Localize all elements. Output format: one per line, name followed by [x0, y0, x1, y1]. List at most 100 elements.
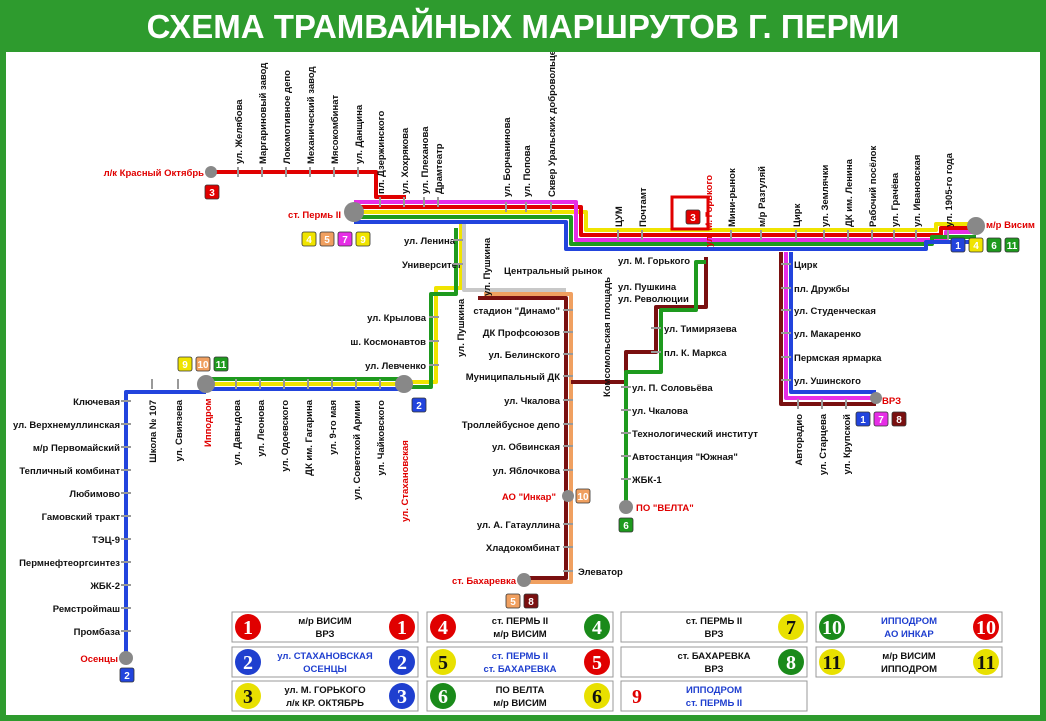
route-badge-number: 5 — [510, 597, 516, 608]
legend-number-circle — [235, 614, 261, 640]
route-badge-number: 7 — [342, 235, 348, 246]
legend-number: 1 — [243, 617, 253, 639]
route-badge — [355, 231, 371, 247]
legend-route-end: м/р ВИСИМ — [493, 629, 546, 640]
terminal-marker — [562, 490, 574, 502]
legend-number-circle — [778, 614, 804, 640]
route-loop — [670, 195, 710, 231]
legend-box — [620, 680, 808, 712]
legend-route-end: м/р ВИСИМ — [493, 698, 546, 709]
east-branch-label: ул. Макаренко — [794, 329, 861, 340]
route-badge — [968, 237, 984, 253]
legend-number: 5 — [592, 652, 602, 674]
route-badge-number: 3 — [690, 213, 696, 224]
legend-number-circle — [584, 683, 610, 709]
center-station-label: Сквер Уральских добровольцев — [547, 52, 558, 197]
route-line-east-maroon — [779, 252, 876, 406]
blue-branch-label: Ремстройmаш — [53, 604, 120, 615]
legend-route-end: ст. БАХАРЕВКА — [483, 664, 556, 675]
legend-route-end: ИППОДРОМ — [881, 664, 937, 675]
legend-number-circle — [389, 614, 415, 640]
east-station-label: ул. 1905-го года — [944, 152, 955, 227]
legend-number: 4 — [438, 617, 448, 639]
top-station-label: ул. Хохрякова — [400, 127, 411, 194]
route-badge — [337, 231, 353, 247]
orange-branch-label: ул. Обвинская — [492, 442, 560, 453]
route-badge-number: 10 — [577, 492, 589, 503]
route-badge-number: 11 — [1007, 241, 1018, 252]
east-station-label: ДК им. Ленина — [844, 158, 855, 227]
maroon-branch-label: пл. К. Маркса — [664, 348, 727, 359]
legend-number: 4 — [592, 617, 602, 639]
blue-branch-label: Гамовский тракт — [42, 512, 121, 523]
terminal-marker — [205, 166, 217, 178]
orange-branch-label: ул. Чкалова — [504, 396, 561, 407]
east-station-label: ул. Ивановская — [912, 155, 923, 227]
route-badge — [213, 356, 229, 372]
legend-box — [426, 680, 614, 712]
legend-route-start: ст. ПЕРМЬ II — [686, 616, 742, 627]
east-branch-label: ул. Ушинского — [794, 376, 861, 387]
legend-route-end: ВРЗ — [704, 664, 723, 675]
blue-branch-label: м/р Первомайский — [33, 443, 120, 454]
top-station-label: ул. Желябова — [234, 99, 245, 164]
south-east-label: Авторадио — [794, 414, 805, 466]
route-badge — [873, 411, 889, 427]
map-title: СХЕМА ТРАМВАЙНЫХ МАРШРУТОВ Г. ПЕРМИ — [146, 8, 900, 45]
route-line-red-north — [211, 170, 406, 199]
route-line-east-magenta — [784, 252, 876, 400]
route-badge-number: 9 — [360, 235, 366, 246]
blue-branch-label: ТЭЦ-9 — [92, 535, 120, 546]
route-badge-number: 8 — [528, 597, 534, 608]
east-branch-label: ул. Студенческая — [794, 306, 876, 317]
route-line-green-vertical — [404, 228, 458, 389]
bottom-west-label: ул. Леонова — [256, 399, 267, 456]
bottom-west-label: ул. Давыдова — [232, 399, 243, 465]
maroon-branch-label: ул. Революции — [618, 294, 689, 305]
maroon-branch-label: Комсомольская площадь — [602, 277, 613, 397]
terminal-inkar: АО "Инкар" — [502, 492, 556, 503]
route-badge — [685, 209, 701, 225]
legend-number: 3 — [397, 686, 407, 708]
legend-number: 10 — [976, 617, 996, 639]
legend-number-circle — [778, 649, 804, 675]
legend-box — [231, 680, 419, 712]
orange-branch-label: Троллейбусное депо — [462, 420, 560, 431]
terminal-marker — [967, 217, 985, 235]
legend-number-circle — [584, 614, 610, 640]
route-badge — [891, 411, 907, 427]
route-badge-number: 3 — [209, 188, 215, 199]
route-badge-number: 6 — [991, 241, 997, 252]
east-station-label: м/р Разгуляй — [757, 166, 768, 227]
green-branch-label: Автостанция "Южная" — [632, 452, 738, 463]
green-branch-label: ул. П. Соловьёва — [632, 383, 713, 394]
east-station-label: ул. Землячки — [820, 165, 831, 227]
route-badge — [505, 593, 521, 609]
west-mid-label: ш. Космонавтов — [350, 337, 426, 348]
legend-number-circle — [430, 614, 456, 640]
route-line-orange — [484, 292, 573, 584]
terminal-gorkogo: ул. М. Горького — [704, 175, 715, 247]
blue-branch-label: Любимово — [69, 489, 120, 500]
terminal-marker — [517, 573, 531, 587]
route-badge-number: 7 — [878, 415, 884, 426]
terminal-ippodrom: Ипподром — [203, 398, 214, 447]
legend-box — [426, 611, 614, 643]
top-station-label: ул. Плеханова — [420, 126, 431, 194]
terminal-perm2: ст. Пермь II — [288, 210, 341, 221]
legend-route-end: ВРЗ — [704, 629, 723, 640]
maroon-branch-label: ул. Тимирязева — [664, 324, 737, 335]
legend-number: 3 — [243, 686, 253, 708]
route-badge — [1004, 237, 1020, 253]
legend-number-circle — [819, 614, 845, 640]
terminal-marker — [197, 375, 215, 393]
legend-number: 9 — [632, 686, 642, 708]
center-station-label: ЦУМ — [614, 206, 625, 227]
